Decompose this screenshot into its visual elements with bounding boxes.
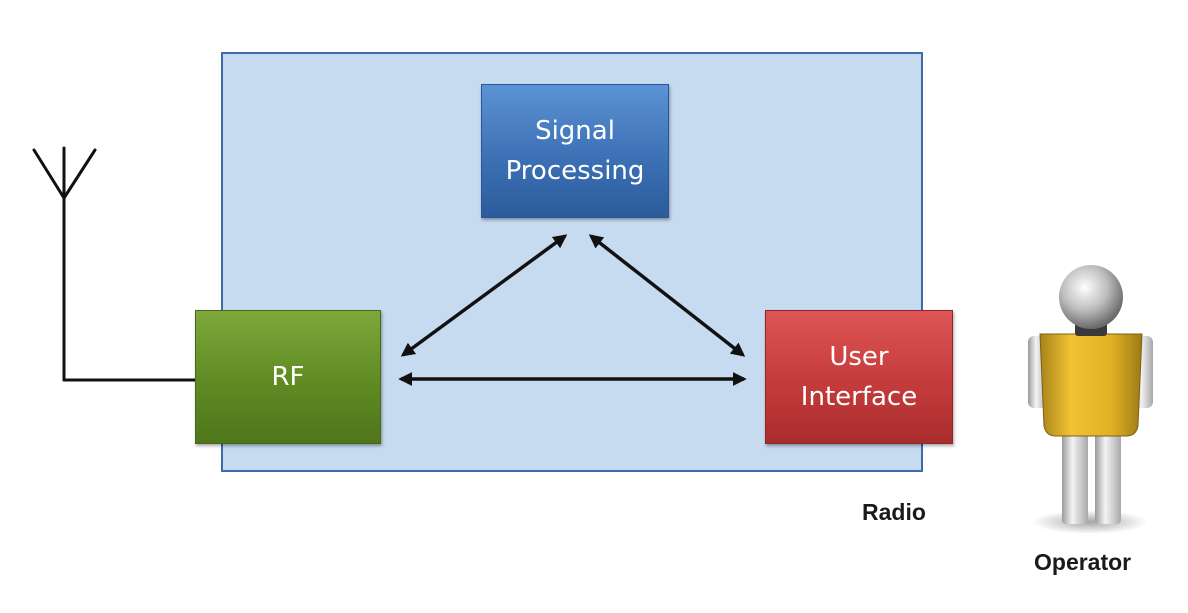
rf-block: RF xyxy=(195,310,381,444)
operator-label: Operator xyxy=(1034,549,1132,575)
user-interface-block: User Interface xyxy=(765,310,953,444)
arrow-signal-processing-user-interface xyxy=(588,234,746,357)
radio-label: Radio xyxy=(862,499,926,525)
antenna-icon xyxy=(32,146,197,382)
signal-processing-block: Signal Processing xyxy=(481,84,669,218)
arrow-rf-signal-processing xyxy=(400,234,568,357)
person-figure-icon xyxy=(1028,265,1153,534)
